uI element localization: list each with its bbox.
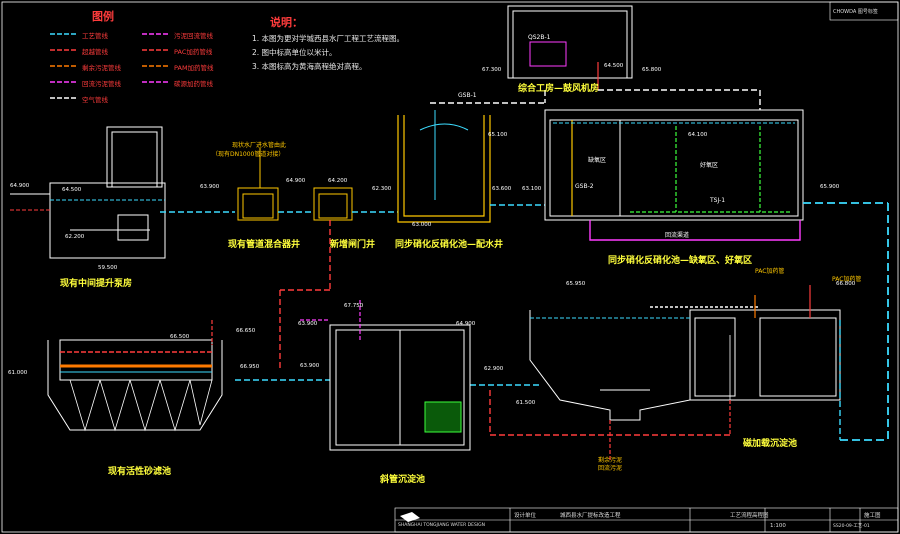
tb-scale: 1:100 [770,523,786,529]
legend-lines [50,33,170,99]
note-item: 3. 本图标高为黄海高程绝对高程。 [252,62,367,71]
unit-label-coag-well: 现有管道混合器井 [228,240,301,250]
unit-label-sand-filter: 现有活性砂滤池 [108,467,172,477]
unit-label-gate-well: 新增闸门井 [330,240,376,250]
pac-label-2: PAC加药管 [832,276,862,283]
logo-mark [400,512,420,522]
legend-item: PAM加药管线 [174,64,214,72]
filter-cones [69,379,213,432]
elevation: 66.500 [170,334,190,340]
unit-label-bio-tank: 同步硝化反硝化池—缺氧区、好氧区 [608,256,753,266]
equip-tsj1: TSJ-1 [710,197,726,204]
legend-item: 污泥回流管线 [174,32,213,40]
gate-well [313,187,353,221]
blower-house [507,5,633,79]
legend-item: 空气管线 [82,96,108,104]
zone-label-reflux: 回流渠道 [665,232,690,239]
elevation: 61.500 [516,400,536,406]
elevation: 63.900 [200,184,220,190]
elevation: 59.500 [98,265,118,271]
tb-stage: 施工图 [864,513,881,519]
elevation: 64.900 [10,183,30,189]
unit-label-mag-settling: 磁加载沉淀池 [743,439,798,449]
elevation: 63.600 [492,186,512,192]
elevation: 64.200 [328,178,348,184]
legend-item: 工艺管线 [82,32,108,40]
unit-label-blower: 综合工房—鼓风机房 [518,84,600,94]
legend-item: PAC加药管线 [174,48,213,56]
elevation: 63.900 [300,363,320,369]
sand-filter [47,339,223,431]
elevation: 62.300 [372,186,392,192]
tb-project: 城西县水厂提标改造工程 [560,513,621,519]
legend-item: 超越管线 [82,48,108,56]
elevation: 62.900 [484,366,504,372]
unit-label-settling: 斜管沉淀池 [380,475,426,485]
elevation: 63.900 [298,321,318,327]
bio-tank [544,109,804,221]
elevation: 63.000 [412,222,432,228]
elevation: 64.900 [286,178,306,184]
note-item: 2. 图中标高单位以米计。 [252,48,337,57]
elevation: 65.950 [566,281,586,287]
equip-pump1: QS2B-1 [528,34,551,41]
mag-settling [529,309,841,421]
corner-title-box [829,1,899,21]
unit-label-pump-station: 现有中间提升泵房 [60,279,133,289]
legend-item: 剩余污泥管线 [82,64,121,72]
elevation: 64.100 [688,132,708,138]
elevation: 67.300 [482,67,502,73]
elevation: 65.800 [642,67,662,73]
elevation: 67.750 [344,303,364,309]
inclined-tubes [424,401,462,433]
sludge-label: 剩余污泥 [598,457,623,464]
zone-label-aerobic: 好氧区 [700,162,719,169]
elevation: 64.900 [456,321,476,327]
elevation: 66.950 [240,364,260,370]
legend-title: 图例 [92,10,114,23]
zone-label-anoxic: 缺氧区 [588,157,607,164]
sludge-label-2: 回流污泥 [598,465,623,472]
settling-tank [329,324,471,451]
elevation: 61.000 [8,370,28,376]
equip-gsb2: GSB-2 [575,183,594,190]
corner-code: CHOWDA 图号标签 [833,9,878,15]
pump-station [49,126,166,259]
inlet-note-2: （现有DN1000管道对接） [212,151,285,158]
tb-drawing: 工艺流程高程图 [730,513,769,519]
anoxic-well [397,115,491,223]
coag-well [237,187,279,221]
legend-item: 碳源加药管线 [174,80,213,88]
tb-drawing-no: SS20-09-工艺-01 [833,524,870,529]
elevation: 64.500 [604,63,624,69]
inlet-note: 现状水厂进水管由此 [232,142,287,149]
elevation: 66.800 [836,281,856,287]
tb-designer: 设计单位 [514,513,537,519]
elevation: 65.100 [488,132,508,138]
title-block [394,507,899,533]
equip-gsb1: GSB-1 [458,92,477,99]
logo-text: SHANGHAI TONGJIANG WATER DESIGN [398,523,485,528]
notes-title: 说明： [270,16,303,29]
elevation: 64.500 [62,187,82,193]
note-item: 1. 本图为更对学城西县水厂工程工艺流程图。 [252,34,405,43]
legend-item: 回流污泥管线 [82,80,121,88]
pac-label: PAC加药管 [755,268,785,275]
elevation: 65.900 [820,184,840,190]
elevation: 66.650 [236,328,256,334]
elevation: 62.200 [65,234,85,240]
unit-label-anoxic-well: 同步硝化反硝化池—配水井 [395,240,504,250]
elevation: 63.100 [522,186,542,192]
